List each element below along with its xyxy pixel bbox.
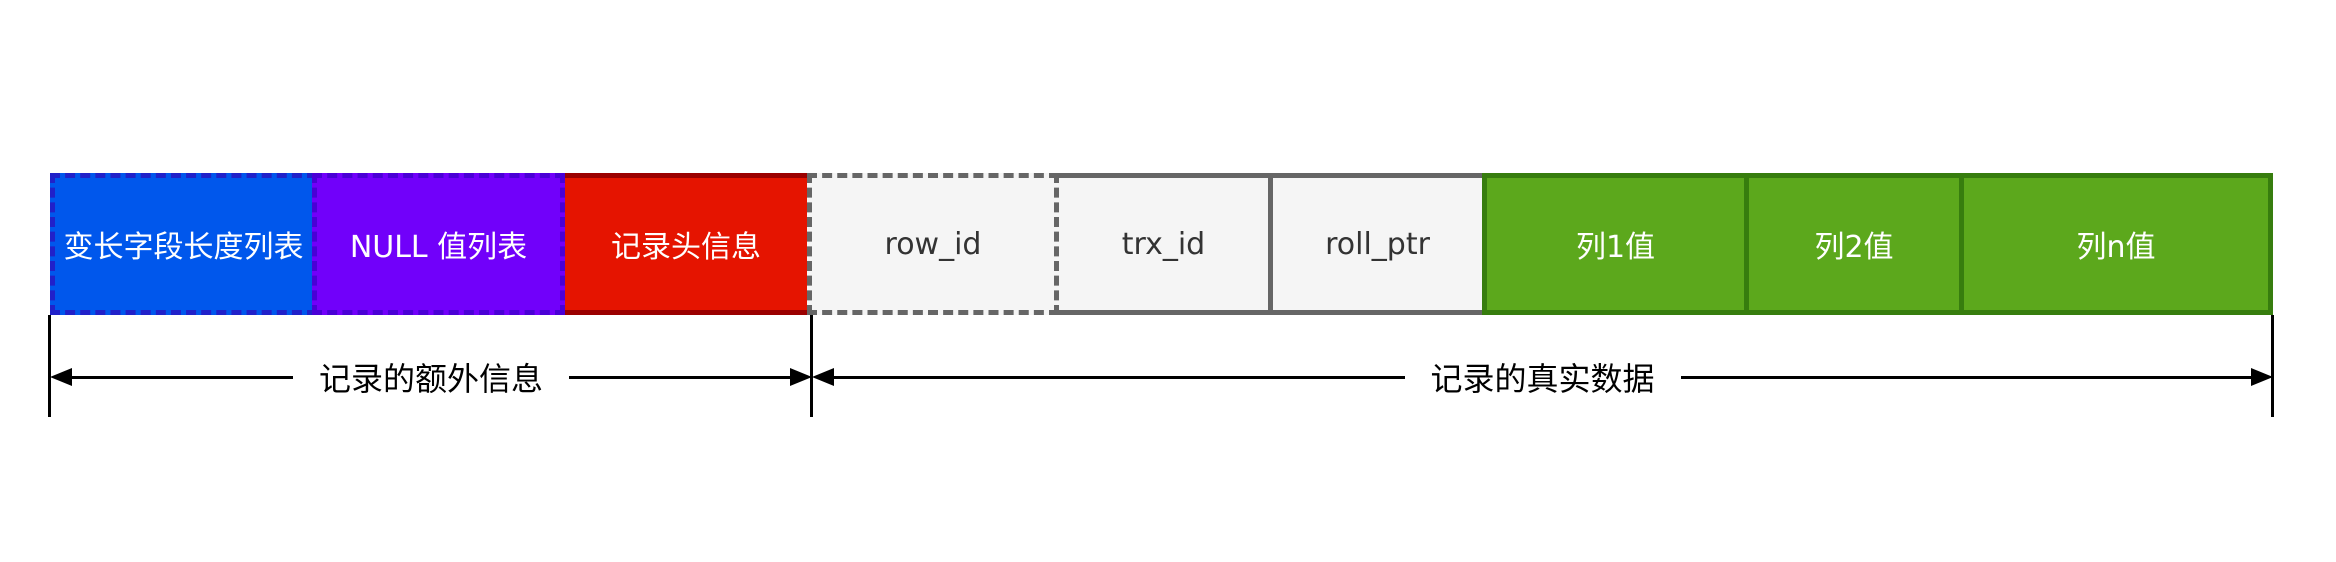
segment-roll-ptr: roll_ptr xyxy=(1268,173,1487,315)
segment-label: NULL 值列表 xyxy=(349,230,528,265)
arrow-line xyxy=(1680,375,2252,379)
segment-row-id: row_id xyxy=(807,173,1059,315)
arrowhead-right-icon xyxy=(2251,368,2274,386)
segment-label: 列n值 xyxy=(2076,230,2156,265)
real-data-annotation: 记录的真实数据 xyxy=(812,352,2274,402)
segment-column1-value: 列1值 xyxy=(1482,173,1749,315)
segment-label: 列1值 xyxy=(1575,230,1656,265)
segment-record-header-info: 记录头信息 xyxy=(560,173,812,315)
tick-middle xyxy=(810,315,813,417)
arrowhead-left-icon xyxy=(812,368,834,386)
record-structure-bar: 变长字段长度列表 NULL 值列表 记录头信息 row_id trx_id ro… xyxy=(50,173,2273,315)
segment-columnn-value: 列n值 xyxy=(1959,173,2273,315)
arrow-line xyxy=(72,375,293,379)
extra-info-label: 记录的额外信息 xyxy=(319,360,544,398)
tick-left xyxy=(48,315,51,417)
segment-label: 记录头信息 xyxy=(611,230,761,265)
segment-label: 列2值 xyxy=(1814,230,1894,265)
segment-label: roll_ptr xyxy=(1325,226,1430,262)
tick-right xyxy=(2271,315,2274,417)
arrowhead-left-icon xyxy=(50,368,72,386)
segment-label: row_id xyxy=(884,226,982,262)
segment-label: 变长字段长度列表 xyxy=(63,230,304,265)
extra-info-annotation: 记录的额外信息 xyxy=(50,352,813,402)
segment-var-length-field-list: 变长字段长度列表 xyxy=(50,173,317,315)
segment-column2-value: 列2值 xyxy=(1744,173,1964,315)
segment-null-value-list: NULL 值列表 xyxy=(312,173,565,315)
arrowhead-right-icon xyxy=(790,368,813,386)
arrow-line xyxy=(834,375,1405,379)
real-data-label: 记录的真实数据 xyxy=(1430,360,1655,398)
segment-trx-id: trx_id xyxy=(1054,173,1273,315)
segment-label: trx_id xyxy=(1121,226,1206,262)
arrow-line xyxy=(569,375,791,379)
